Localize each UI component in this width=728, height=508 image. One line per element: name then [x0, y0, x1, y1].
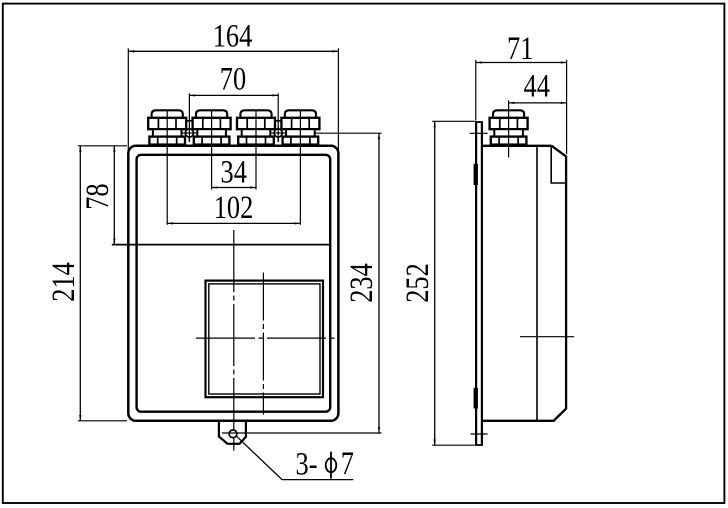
svg-text:70: 70: [220, 61, 246, 97]
svg-text:78: 78: [79, 183, 115, 209]
svg-text:214: 214: [45, 262, 81, 302]
svg-text:252: 252: [399, 263, 435, 303]
svg-text:44: 44: [524, 68, 550, 104]
svg-text:3-: 3-: [296, 446, 318, 482]
svg-text:164: 164: [213, 18, 253, 54]
svg-text:7: 7: [341, 445, 354, 481]
svg-text:102: 102: [214, 189, 254, 225]
svg-text:34: 34: [221, 154, 247, 190]
svg-text:71: 71: [507, 30, 533, 66]
svg-text:234: 234: [343, 263, 379, 303]
